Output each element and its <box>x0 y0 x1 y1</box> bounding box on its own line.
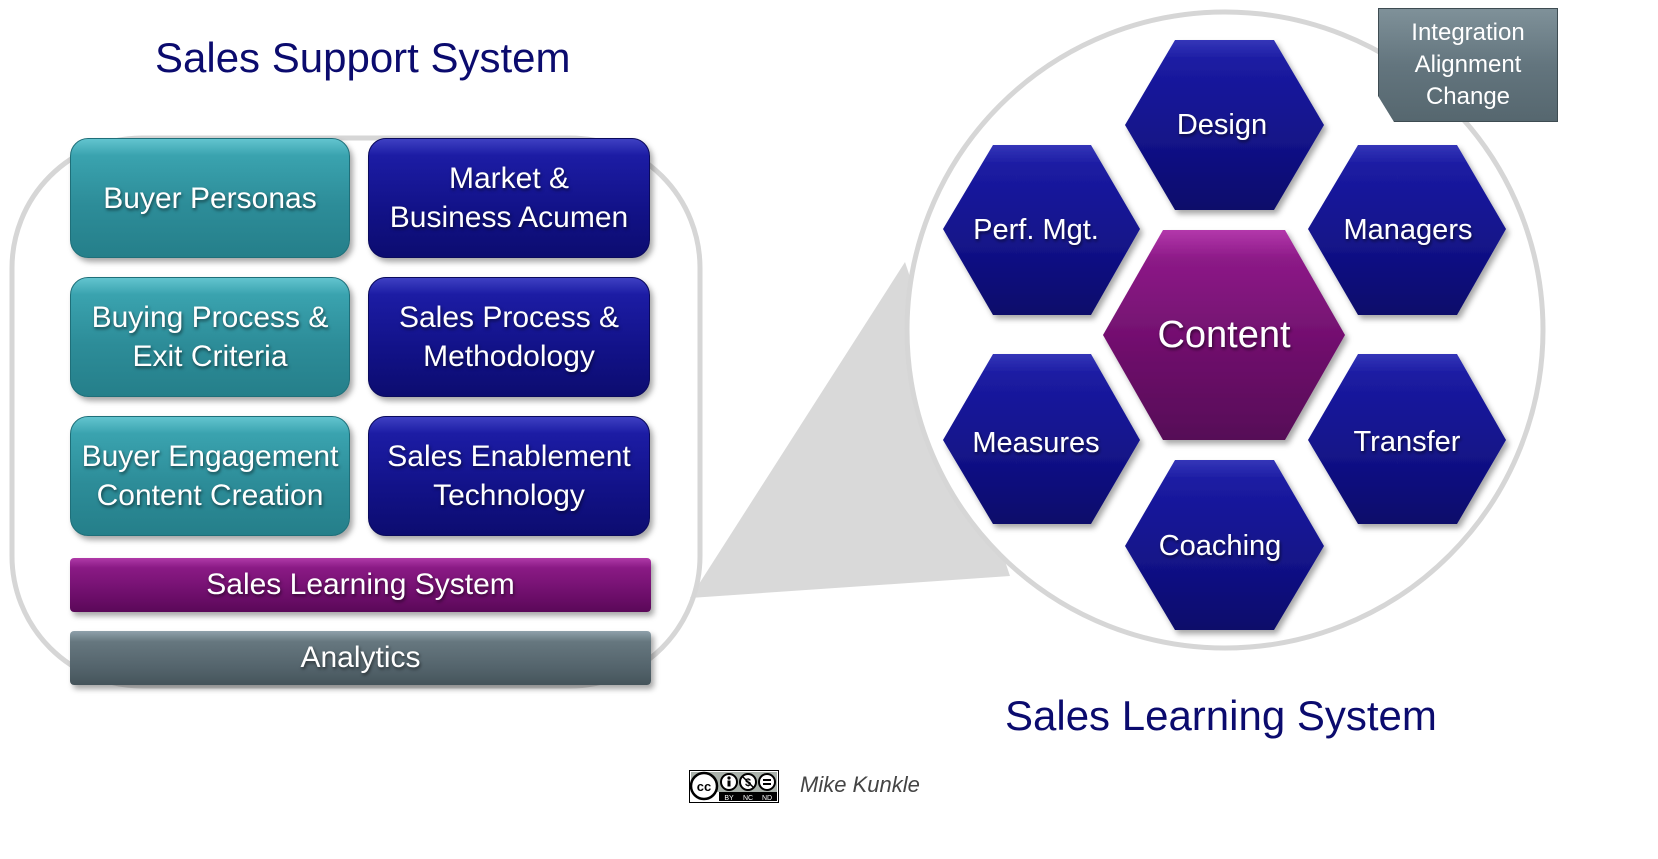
badge-line-change: Change <box>1425 83 1511 110</box>
hex-transfer: Transfer <box>1308 354 1506 524</box>
hex-content: Content <box>1103 230 1345 440</box>
tile-buying-process: Buying Process &Exit Criteria <box>70 277 350 397</box>
tile-market-business-acumen: Market &Business Acumen <box>368 138 650 258</box>
badge-line-integration: Integration <box>1411 19 1525 46</box>
license-by-label: BY <box>724 795 734 802</box>
hex-managers: Managers <box>1308 145 1506 315</box>
hex-transfer-label: Transfer <box>1354 426 1461 458</box>
sales-learning-system-bar: Sales Learning System <box>70 558 651 612</box>
license-nc-label: NC <box>743 795 753 802</box>
hex-perf-mgt-label: Perf. Mgt. <box>973 214 1099 246</box>
support-system-outline <box>9 135 703 689</box>
integration-alignment-change-badge: Integration Alignment Change <box>1378 8 1558 122</box>
author-credit: Mike Kunkle <box>800 772 920 797</box>
license-nd-label: ND <box>762 795 772 802</box>
hex-coaching: Coaching <box>1125 460 1324 630</box>
analytics-bar: Analytics <box>70 631 651 685</box>
hex-coaching-label: Coaching <box>1159 530 1282 562</box>
hex-managers-label: Managers <box>1344 214 1473 246</box>
creative-commons-by-nc-nd-icon: cc $ BY NC ND <box>689 770 779 803</box>
badge-line-alignment: Alignment <box>1414 51 1522 78</box>
hex-measures-label: Measures <box>972 427 1099 459</box>
tile-sales-process: Sales Process &Methodology <box>368 277 650 397</box>
tile-buyer-personas: Buyer Personas <box>70 138 350 258</box>
hex-measures: Measures <box>943 354 1140 524</box>
hex-content-label: Content <box>1157 314 1291 356</box>
support-system-title: Sales Support System <box>155 34 571 81</box>
hex-perf-mgt: Perf. Mgt. <box>943 145 1140 315</box>
hex-design: Design <box>1125 40 1324 210</box>
svg-text:cc: cc <box>697 779 711 794</box>
learning-system-title: Sales Learning System <box>1005 692 1437 739</box>
hex-design-label: Design <box>1177 109 1267 141</box>
